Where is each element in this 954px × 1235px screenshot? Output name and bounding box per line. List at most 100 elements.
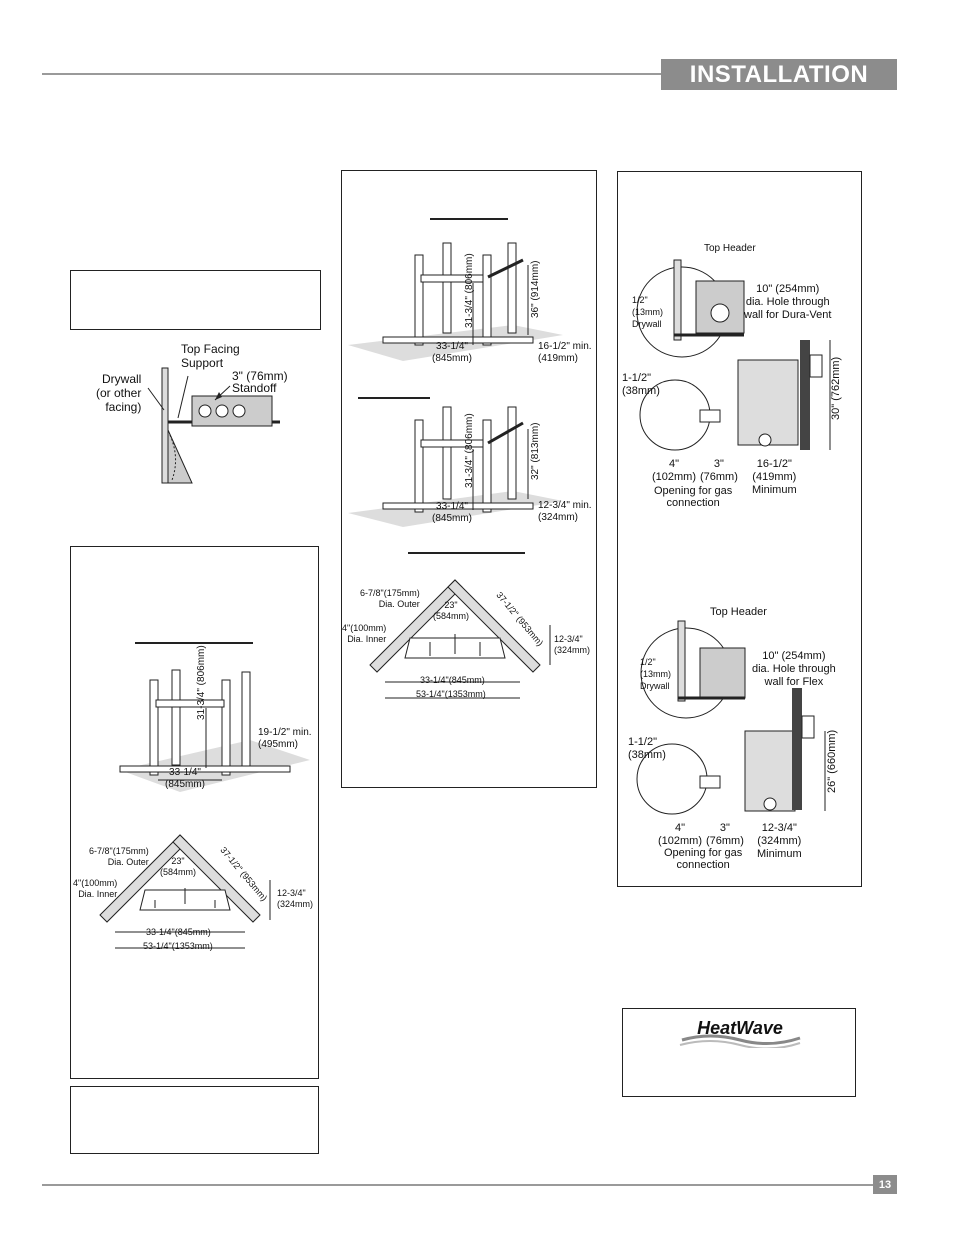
label-c-width: 33-1/4" (845mm) (432, 501, 472, 525)
label-cb-depth-mm: (324mm) (554, 645, 591, 655)
label-cb-outer-val: 6-7/8"(175mm) (360, 588, 420, 598)
label-flex-height-in: 26" (826, 776, 838, 793)
label-cb-inner-val: 4"(100mm) (342, 623, 387, 633)
label-dura-clearance: 1-1/2" (38mm) (622, 372, 660, 397)
heatwave-logo-text: HeatWave (697, 1018, 783, 1038)
label-flex-height-mm: (660mm) (826, 729, 838, 774)
framing-diagram-b (348, 242, 563, 361)
label-ca-inner-text: Dia. Inner (78, 889, 118, 899)
page-title: INSTALLATION (661, 59, 897, 90)
label-b-width: 33-1/4" (845mm) (432, 341, 472, 365)
label-b-width-mm: (845mm) (432, 353, 473, 364)
label-ca-depth-mm: (324mm) (277, 899, 314, 909)
heatwave-logo: HeatWave (679, 1018, 801, 1048)
label-flex-clearance: 1-1/2" (38mm) (628, 736, 666, 761)
label-b-top-in: 36" (530, 303, 541, 318)
label-c-width-in: 33-1/4" (436, 501, 468, 512)
label-dura-three: 3" (76mm) (700, 458, 738, 483)
label-cb-inner: 4"(100mm) Dia. Inner (342, 623, 386, 645)
framing-diagram-c (348, 406, 563, 527)
label-c-depth-mm: (324mm) (538, 512, 579, 523)
label-cb-depth-in: 12-3/4" (554, 634, 583, 644)
header-rule (42, 73, 661, 75)
label-a-width-mm: (845mm) (165, 779, 206, 790)
label-flex-hole: 10" (254mm) dia. Hole through wall for F… (752, 650, 836, 688)
vent-diagram-flex (636, 620, 826, 815)
label-dura-top-header: Top Header (704, 243, 756, 254)
heading-rule-left (135, 642, 253, 644)
label-dura-drywall: 1/2" (13mm) Drywall (632, 295, 663, 329)
label-dura-gas: Opening for gas connection (654, 485, 733, 509)
label-flex-top-header: Top Header (710, 606, 767, 618)
label-dura-height: 30" (762mm) (830, 357, 842, 420)
label-flex-gas: Opening for gas connection (664, 847, 743, 871)
label-a-depth-mm: (495mm) (258, 739, 299, 750)
label-cb-inner-text: Dia. Inner (347, 634, 387, 644)
label-b-height-in: 31-3/4" (464, 296, 475, 328)
label-cb-total: 53-1/4"(1353mm) (416, 689, 486, 699)
label-cb-angle-in: 23" (444, 600, 458, 610)
label-b-width-in: 33-1/4" (436, 341, 468, 352)
label-c-depth: 12-3/4" min. (324mm) (538, 500, 592, 524)
label-a-height: 31-3/4" (806mm) (196, 645, 207, 720)
label-a-depth: 19-1/2" min. (495mm) (258, 727, 312, 751)
label-a-width-in: 33-1/4" (169, 767, 201, 778)
label-ca-angle-mm: (584mm) (160, 867, 197, 877)
label-cb-angle: 23" (584mm) (433, 600, 469, 622)
label-ca-outer-val: 6-7/8"(175mm) (89, 846, 149, 856)
label-ca-width: 33-1/4"(845mm) (146, 927, 211, 937)
label-ca-angle: 23" (584mm) (160, 856, 196, 878)
label-c-height-in: 31-3/4" (464, 456, 475, 488)
vent-box-right (617, 171, 862, 887)
label-flex-height: 26" (660mm) (826, 730, 838, 793)
label-ca-outer-text: Dia. Outer (107, 857, 149, 867)
label-dura-hole: 10" (254mm) dia. Hole through wall for D… (744, 283, 832, 321)
label-standoff: 3" (76mm) Standoff (232, 369, 288, 395)
heading-rule-mid-3 (408, 552, 525, 554)
label-ca-total: 53-1/4"(1353mm) (143, 941, 213, 951)
label-b-depth-mm: (419mm) (538, 353, 579, 364)
label-ca-depth: 12-3/4" (324mm) (277, 888, 313, 910)
label-b-top: 36" (914mm) (530, 261, 541, 318)
label-a-width: 33-1/4" (845mm) (165, 767, 205, 791)
label-cb-width: 33-1/4"(845mm) (420, 675, 485, 685)
label-ca-inner-val: 4"(100mm) (73, 878, 118, 888)
label-c-top: 32" (813mm) (530, 423, 541, 480)
note-box-bottom-left (70, 1086, 319, 1154)
label-ca-angle-in: 23" (171, 856, 185, 866)
label-b-height: 31-3/4" (806mm) (464, 253, 475, 328)
label-top-facing-support: Top Facing Support (181, 342, 240, 370)
label-b-depth: 16-1/2" min. (419mm) (538, 341, 592, 365)
label-cb-outer-text: Dia. Outer (378, 599, 420, 609)
corner-diagram-a (99, 834, 271, 949)
label-c-height: 31-3/4" (806mm) (464, 413, 475, 488)
label-flex-drywall: 1/2" (13mm) Drywall (640, 657, 671, 691)
facing-support-figure (147, 367, 280, 484)
framing-box-middle (341, 170, 597, 788)
label-dura-min: 16-1/2" (419mm) Minimum (752, 458, 797, 496)
corner-diagram-b (369, 579, 551, 699)
label-ca-depth-in: 12-3/4" (277, 888, 306, 898)
label-c-top-in: 32" (530, 465, 541, 480)
label-dura-four: 4" (102mm) (652, 458, 697, 483)
framing-box-left (70, 546, 319, 1079)
label-ca-outer: 6-7/8"(175mm) Dia. Outer (89, 846, 149, 868)
label-c-height-mm: (806mm) (464, 413, 475, 454)
label-ca-inner: 4"(100mm) Dia. Inner (73, 878, 117, 900)
label-flex-three: 3" (76mm) (706, 822, 744, 847)
label-dura-height-in: 30" (830, 403, 842, 420)
label-b-top-mm: (914mm) (530, 260, 541, 301)
footer-rule (42, 1184, 873, 1186)
label-a-depth-in: 19-1/2" min. (258, 727, 312, 738)
label-drywall: Drywall (or other facing) (96, 372, 142, 414)
label-cb-outer: 6-7/8"(175mm) Dia. Outer (360, 588, 420, 610)
label-cb-angle-mm: (584mm) (433, 611, 470, 621)
label-c-top-mm: (813mm) (530, 422, 541, 463)
label-a-height-in: 31-3/4" (196, 688, 207, 720)
label-flex-four: 4" (102mm) (658, 822, 703, 847)
heading-rule-mid-2 (358, 397, 430, 399)
heading-rule-mid-1 (430, 218, 508, 220)
label-flex-min: 12-3/4" (324mm) Minimum (757, 822, 802, 860)
label-c-width-mm: (845mm) (432, 513, 473, 524)
page-number: 13 (873, 1175, 897, 1194)
